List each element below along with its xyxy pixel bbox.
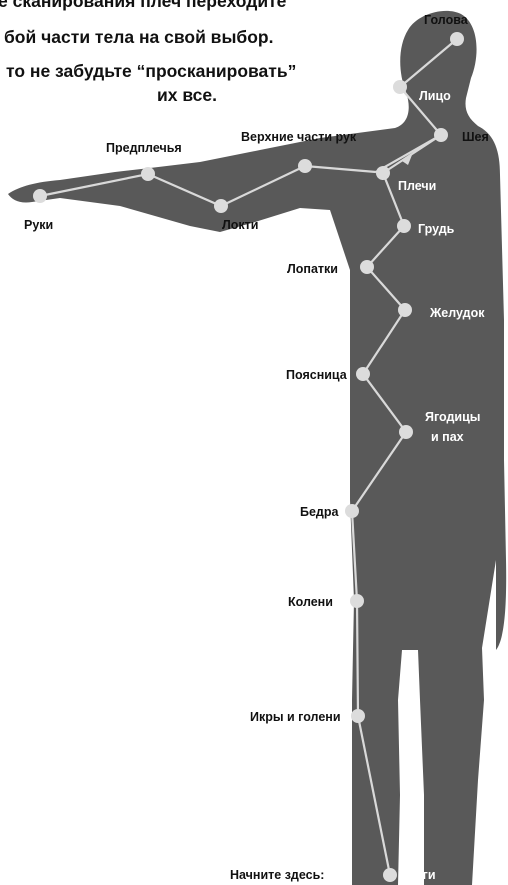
node-face xyxy=(393,80,407,94)
node-forearms xyxy=(141,167,155,181)
label-shoulders: Плечи xyxy=(398,179,436,193)
node-upper-arms xyxy=(298,159,312,173)
node-neck xyxy=(434,128,448,142)
label-elbows: Локти xyxy=(222,218,258,232)
node-chest xyxy=(397,219,411,233)
node-hands xyxy=(33,189,47,203)
label-thighs: Бедра xyxy=(300,505,340,519)
node-shoulders xyxy=(376,166,390,180)
label-chest: Грудь xyxy=(418,222,455,236)
node-stomach xyxy=(398,303,412,317)
label-forearms: Предплечья xyxy=(106,141,182,155)
label-head: Голова xyxy=(424,13,469,27)
label-lower-back: Поясница xyxy=(286,368,348,382)
node-head xyxy=(450,32,464,46)
label-face: Лицо xyxy=(419,89,451,103)
label-neck: Шея xyxy=(462,130,489,144)
node-calves xyxy=(351,709,365,723)
label-knees: Колени xyxy=(288,595,333,609)
node-buttocks xyxy=(399,425,413,439)
label-calves: Икры и голени xyxy=(250,710,341,724)
label-shoulder-blades: Лопатки xyxy=(287,262,338,276)
node-knees xyxy=(350,594,364,608)
label-stomach: Желудок xyxy=(429,306,485,320)
label-upper-arms: Верхние части рук xyxy=(241,130,357,144)
label-start: Начните здесь: xyxy=(230,868,324,882)
node-thighs xyxy=(345,504,359,518)
node-elbows xyxy=(214,199,228,213)
label-feet: Ноги xyxy=(406,868,436,882)
node-feet xyxy=(383,868,397,882)
node-lower-back xyxy=(356,367,370,381)
label-buttocks-2: и пах xyxy=(431,430,464,444)
node-shoulder-blades xyxy=(360,260,374,274)
label-buttocks-1: Ягодицы xyxy=(425,410,480,424)
label-hands: Руки xyxy=(24,218,53,232)
